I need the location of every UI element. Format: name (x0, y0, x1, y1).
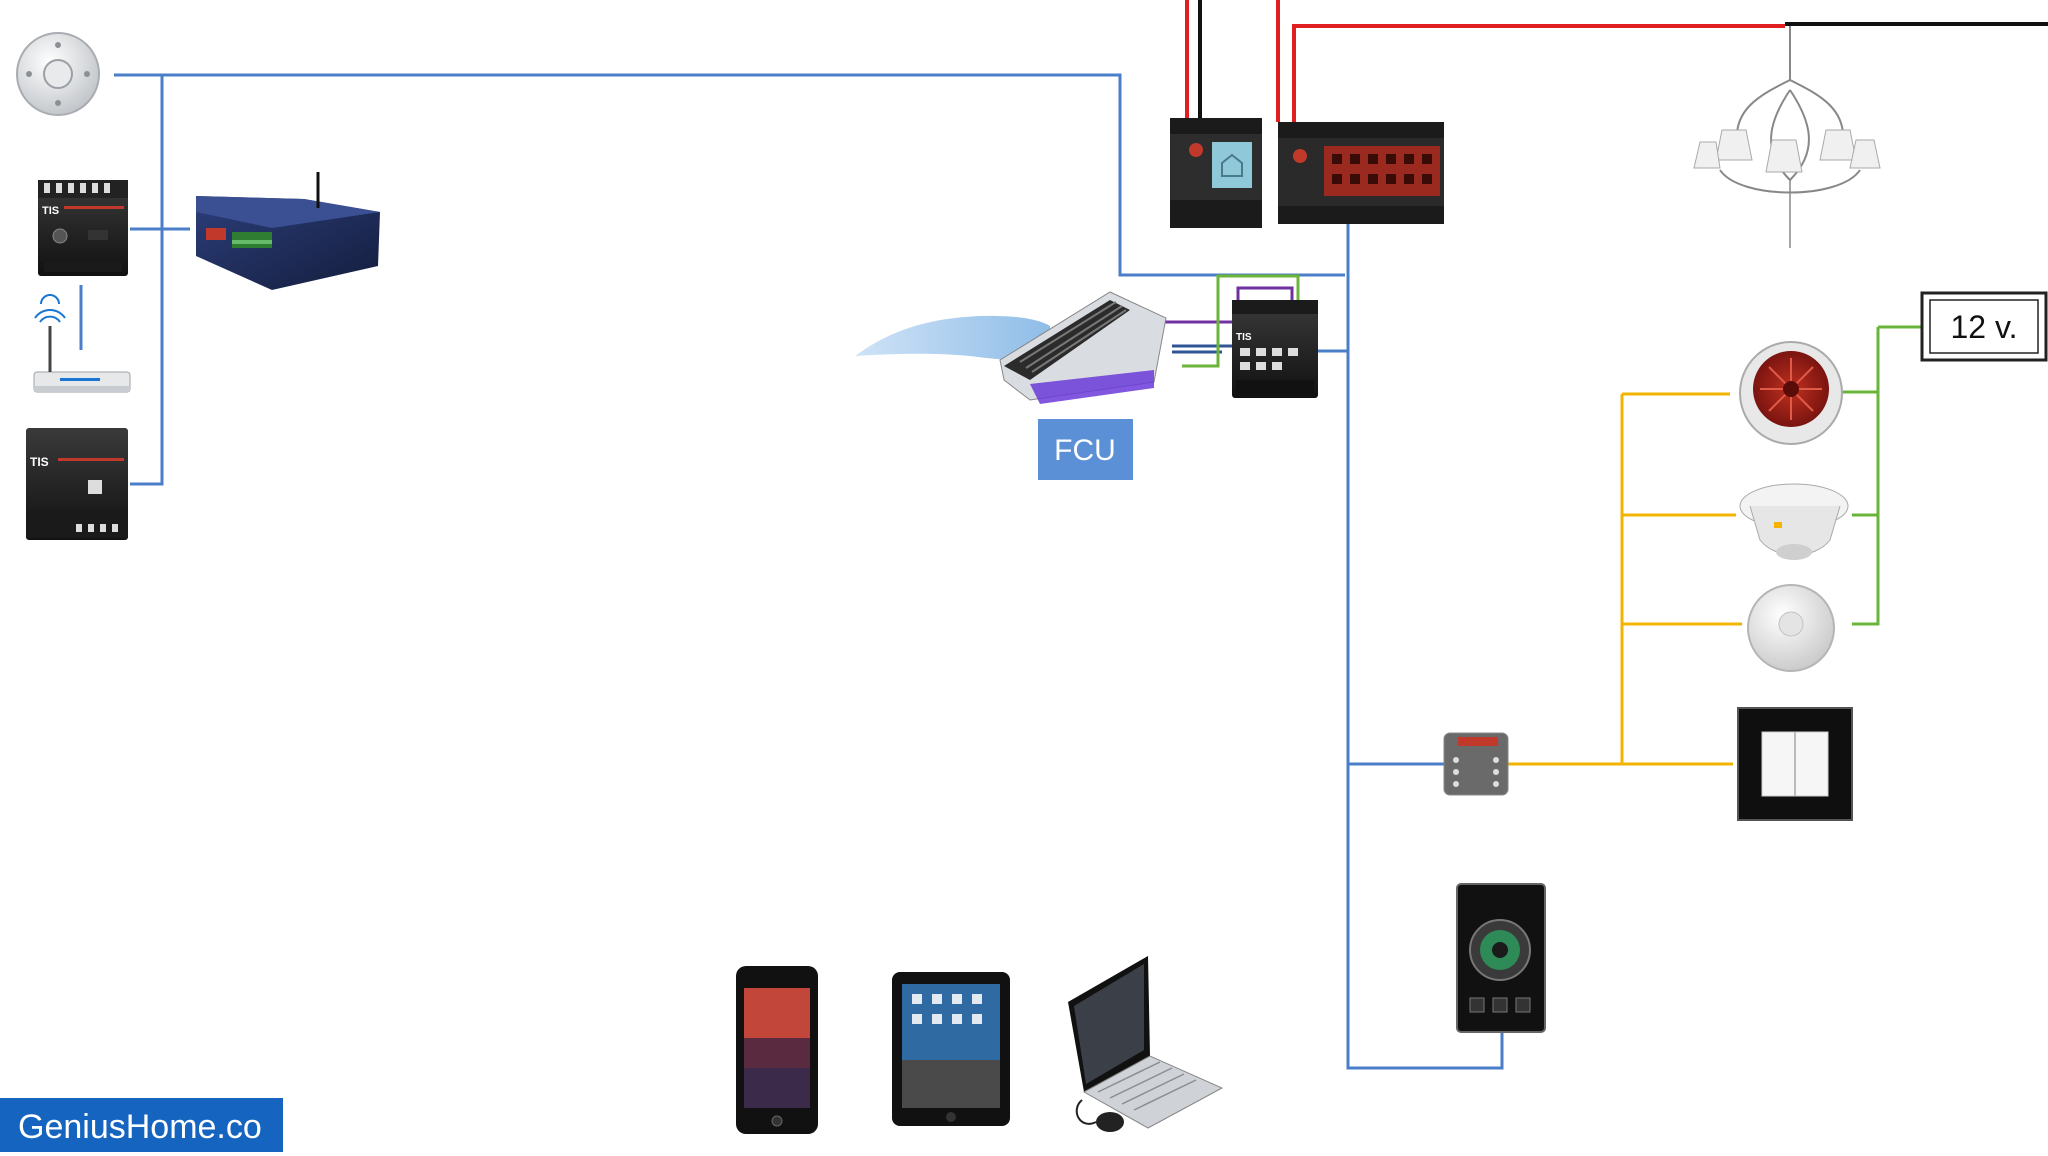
motion-sensor-device (1747, 584, 1835, 672)
brand-label: GeniusHome.co (0, 1098, 283, 1152)
tis-hvac-module-device: TIS (1232, 300, 1318, 398)
tablet-device (892, 972, 1010, 1126)
wifi-router-device (33, 294, 131, 393)
sensor-signal-wiring (1508, 325, 1922, 766)
wall-switch-device (1737, 707, 1853, 821)
din-dimmer-module-device (1278, 122, 1444, 224)
svg-text:TIS: TIS (1236, 332, 1252, 343)
svg-text:TIS: TIS (30, 455, 49, 469)
power-12v-label: 12 v. (1951, 309, 2018, 345)
tis-input-module-device (1443, 732, 1509, 796)
fcu-label-box (1038, 419, 1133, 480)
fire-alarm-device (1739, 341, 1843, 445)
laptop-device (1068, 956, 1224, 1132)
fan-coil-unit-device (855, 291, 1167, 404)
power-wiring (1185, 0, 2048, 122)
green-trunk (1852, 327, 1880, 626)
tis-home-server-device (196, 172, 380, 290)
din-relay-module-device (1170, 118, 1262, 228)
bus-line-main-vertical (1346, 222, 1504, 1070)
power-12v-box (1920, 291, 2048, 362)
air-flow (855, 315, 1050, 361)
chandelier-device (1693, 26, 1881, 248)
tis-power-supply-device: TIS (26, 428, 128, 540)
smartphone-device (736, 966, 818, 1134)
tis-dimmer-module-device: TIS (38, 180, 128, 276)
ceiling-sensor-device (16, 32, 100, 116)
svg-text:TIS: TIS (42, 205, 59, 217)
bus-line-left-vertical (130, 75, 164, 486)
smoke-detector-device (1739, 483, 1849, 560)
touch-panel-device (1456, 883, 1546, 1033)
fcu-label: FCU (1054, 434, 1116, 467)
power-red-3 (1292, 24, 1785, 122)
